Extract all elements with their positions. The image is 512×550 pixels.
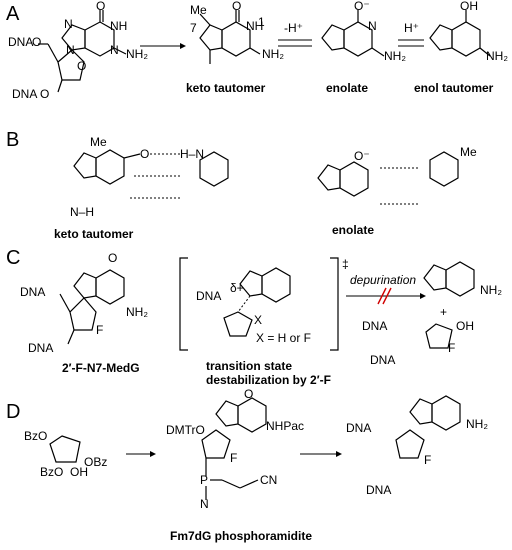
- svg-text:F: F: [448, 341, 455, 355]
- svg-text:NH₂: NH₂: [466, 417, 488, 431]
- svg-text:O: O: [77, 59, 86, 73]
- a-enol-label: enol tautomer: [414, 81, 494, 95]
- svg-text:O: O: [108, 251, 117, 265]
- svg-text:Me: Me: [460, 145, 477, 159]
- svg-text:BzO: BzO: [24, 429, 47, 443]
- svg-text:O: O: [140, 147, 149, 161]
- svg-text:O: O: [96, 0, 105, 13]
- a-plus-h: H⁺: [404, 21, 419, 35]
- svg-text:Me: Me: [190, 3, 207, 17]
- svg-text:O: O: [232, 0, 241, 13]
- svg-text:X: X: [254, 313, 262, 327]
- svg-text:NH₂: NH₂: [486, 49, 508, 63]
- a-enolate-label: enolate: [326, 81, 368, 95]
- svg-text:NH₂: NH₂: [384, 49, 406, 63]
- svg-text:N–H: N–H: [70, 205, 94, 219]
- svg-text:DNA: DNA: [28, 341, 53, 355]
- svg-text:DNA: DNA: [370, 353, 395, 367]
- d-phosphoramidite-label: Fm7dG phosphoramidite: [170, 529, 312, 543]
- svg-text:NHPac: NHPac: [266, 419, 304, 433]
- c-ts-label-1: transition state: [206, 359, 292, 373]
- a-num-1: 1: [258, 15, 265, 29]
- svg-text:H–N: H–N: [180, 147, 204, 161]
- svg-text:DNA: DNA: [366, 483, 391, 497]
- c-delta: δ+: [230, 281, 244, 295]
- svg-text:O: O: [244, 387, 253, 401]
- svg-text:DNA: DNA: [346, 421, 371, 435]
- svg-text:O: O: [32, 35, 41, 49]
- svg-text:DNA: DNA: [362, 319, 387, 333]
- svg-text:NH₂: NH₂: [262, 47, 284, 61]
- c-sugar-product: [425, 323, 453, 349]
- svg-text:O⁻: O⁻: [354, 149, 370, 163]
- svg-text:F: F: [424, 453, 431, 467]
- svg-text:OBz: OBz: [84, 455, 107, 469]
- a-enolate-structure: [321, 10, 385, 57]
- svg-text:F: F: [230, 451, 237, 465]
- c-2f-medg-structure: [59, 269, 125, 345]
- d-phosphoramidite-structure: [201, 397, 267, 500]
- svg-text:N: N: [66, 43, 75, 57]
- a-keto-label: keto tautomer: [186, 81, 266, 95]
- c-mol-label: 2′-F-N7-MedG: [62, 361, 140, 375]
- svg-text:OH: OH: [456, 319, 474, 333]
- svg-text:OH: OH: [70, 465, 88, 479]
- a-dna-3prime: DNA: [12, 87, 37, 101]
- svg-text:DMTrO: DMTrO: [166, 423, 205, 437]
- svg-text:BzO: BzO: [40, 465, 63, 479]
- panel-a-letter: A: [6, 3, 20, 25]
- svg-text:O⁻: O⁻: [354, 0, 370, 13]
- b-keto-label: keto tautomer: [54, 227, 134, 241]
- panel-b-letter: B: [6, 129, 19, 151]
- svg-text:O: O: [40, 87, 49, 101]
- svg-text:DNA: DNA: [20, 285, 45, 299]
- a-enol-structure: [429, 10, 491, 57]
- svg-text:OH: OH: [460, 0, 478, 13]
- panel-d-letter: D: [6, 401, 20, 423]
- c-double-dagger: ‡: [342, 257, 349, 271]
- c-ts-structure: [223, 267, 291, 337]
- c-bracket-left: [179, 257, 188, 351]
- svg-text:NH₂: NH₂: [480, 283, 502, 297]
- a-num-7: 7: [190, 21, 197, 35]
- d-sugar-start: [49, 435, 81, 463]
- c-depurination-label: depurination: [350, 273, 416, 287]
- svg-text:N: N: [110, 43, 119, 57]
- svg-text:CN: CN: [260, 473, 277, 487]
- svg-text:N: N: [64, 17, 73, 31]
- svg-text:Me: Me: [90, 135, 107, 149]
- svg-text:N: N: [200, 497, 209, 511]
- a-minus-h: -H⁺: [284, 21, 303, 35]
- a-dna-5prime: DNA: [8, 35, 33, 49]
- panel-c-letter: C: [6, 247, 20, 269]
- svg-text:N: N: [368, 19, 377, 33]
- c-plus: +: [440, 305, 447, 319]
- c-ts-label-2: destabilization by 2′-F: [206, 373, 331, 387]
- c-bracket-right: [330, 257, 339, 351]
- b-enolate-pair: [317, 151, 459, 205]
- a-dg-structure: [38, 10, 127, 93]
- svg-text:NH: NH: [246, 19, 263, 33]
- svg-text:DNA: DNA: [196, 289, 221, 303]
- svg-text:F: F: [96, 323, 103, 337]
- b-enolate-label: enolate: [332, 223, 374, 237]
- b-keto-pair: [73, 149, 229, 199]
- d-product-structure: [395, 395, 461, 459]
- a-keto-structure: [199, 10, 261, 64]
- svg-text:NH₂: NH₂: [126, 47, 148, 61]
- svg-text:P: P: [200, 473, 208, 487]
- svg-text:NH₂: NH₂: [126, 305, 148, 319]
- c-x-note: X = H or F: [256, 331, 311, 345]
- c-guanine-product: [423, 261, 475, 297]
- svg-text:NH: NH: [110, 19, 127, 33]
